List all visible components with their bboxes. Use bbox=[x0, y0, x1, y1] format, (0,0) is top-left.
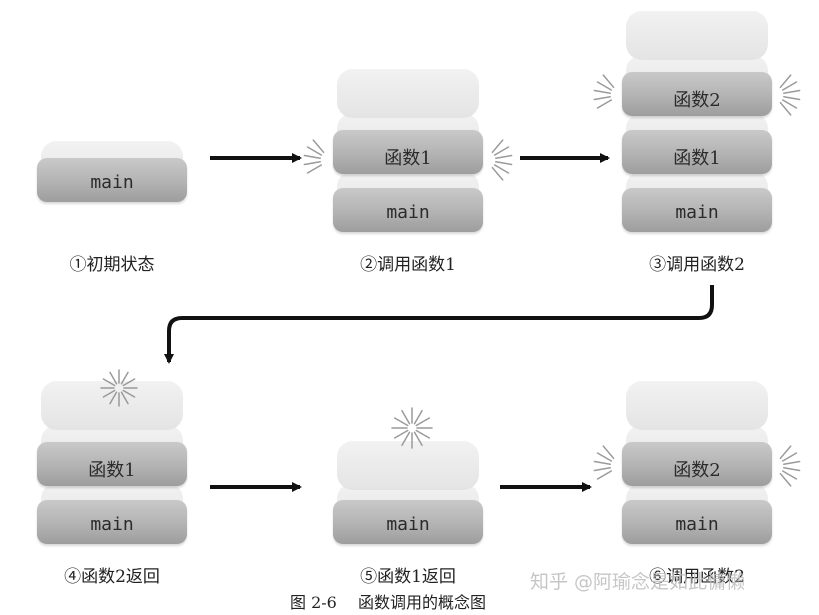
burst-ray bbox=[413, 431, 423, 447]
burst-ray bbox=[596, 81, 613, 91]
burst-ray bbox=[120, 391, 129, 405]
burst-ray bbox=[493, 146, 510, 156]
func2-block: 函数2 bbox=[622, 54, 772, 116]
burst-ray bbox=[781, 470, 798, 480]
main-block-label: main bbox=[386, 514, 430, 535]
func1-block-label: 函数1 bbox=[384, 148, 432, 169]
main-block-label: main bbox=[386, 202, 430, 223]
burst-ray bbox=[593, 95, 611, 101]
burst-ray bbox=[401, 409, 411, 425]
main-block: main bbox=[333, 170, 483, 232]
step2-caption: ②调用函数1 bbox=[360, 255, 456, 275]
func2-block-cap bbox=[622, 10, 772, 60]
burst-ray bbox=[120, 371, 129, 385]
burst-step3-right bbox=[779, 74, 801, 116]
main-block: main bbox=[37, 140, 187, 202]
burst-ray bbox=[779, 445, 792, 460]
burst-ray bbox=[306, 146, 323, 156]
burst-ray bbox=[602, 74, 615, 89]
burst-ray bbox=[491, 166, 504, 181]
burst-ray bbox=[393, 417, 409, 427]
step3-caption: ③调用函数2 bbox=[649, 255, 745, 275]
burst-ray bbox=[596, 99, 613, 109]
burst-ray bbox=[393, 429, 409, 439]
main-block: main bbox=[37, 482, 187, 544]
func2-block-cap bbox=[622, 380, 772, 430]
func1-block-cap bbox=[333, 68, 483, 118]
func1-block: 函数1 bbox=[622, 112, 772, 174]
burst-ray bbox=[593, 466, 611, 472]
burst-ray bbox=[779, 101, 792, 116]
main-block: main bbox=[622, 170, 772, 232]
burst-step2-left bbox=[303, 139, 325, 174]
burst-step5-top bbox=[391, 407, 433, 449]
burst-ray bbox=[779, 74, 792, 89]
burst-ray bbox=[783, 466, 801, 472]
burst-ray bbox=[306, 164, 323, 174]
step4-stack: main 函数1 bbox=[37, 380, 187, 544]
func1-block: 函数1 bbox=[37, 424, 187, 486]
burst-ray bbox=[783, 89, 801, 95]
burst-ray bbox=[102, 389, 116, 398]
burst-ray bbox=[109, 371, 118, 385]
burst-ray bbox=[596, 452, 613, 462]
burst-ray bbox=[781, 81, 798, 91]
burst-ray bbox=[783, 460, 801, 466]
burst-ray bbox=[495, 160, 513, 166]
burst-ray bbox=[109, 391, 118, 405]
watermark: 知乎 @阿瑜念是如此慵懒 bbox=[530, 571, 746, 593]
burst-ray bbox=[102, 378, 116, 387]
burst-ray bbox=[493, 164, 510, 174]
step6-stack: main 函数2 bbox=[622, 380, 772, 544]
burst-ray bbox=[495, 154, 513, 160]
main-block-label: main bbox=[675, 514, 719, 535]
func2-block-label: 函数2 bbox=[673, 90, 721, 111]
step5-stack: main bbox=[333, 440, 483, 544]
burst-ray bbox=[593, 460, 611, 466]
func1-block-label: 函数1 bbox=[673, 148, 721, 169]
burst-ray bbox=[491, 139, 504, 154]
main-block-label: main bbox=[90, 172, 134, 193]
burst-ray bbox=[122, 378, 136, 387]
main-block-label: main bbox=[675, 202, 719, 223]
step6-caption: ⑥调用函数2 bbox=[649, 567, 745, 587]
step5-caption: ⑤函数1返回 bbox=[360, 567, 456, 587]
step4-caption: ④函数2返回 bbox=[64, 567, 160, 587]
step2-stack: main 函数1 bbox=[333, 68, 483, 232]
burst-step2-right bbox=[491, 139, 513, 181]
burst-ray bbox=[401, 431, 411, 447]
arrow-step3-to-step4 bbox=[164, 285, 714, 364]
main-block-cap bbox=[333, 440, 483, 490]
burst-ray bbox=[122, 389, 136, 398]
burst-ray bbox=[415, 429, 431, 439]
burst-ray bbox=[303, 160, 321, 166]
step1-caption: ①初期状态 bbox=[69, 255, 155, 275]
func1-block-label: 函数1 bbox=[88, 460, 136, 481]
main-block-label: main bbox=[90, 514, 134, 535]
step1-stack: main bbox=[37, 140, 187, 232]
burst-ray bbox=[783, 95, 801, 101]
func2-block-label: 函数2 bbox=[673, 460, 721, 481]
burst-ray bbox=[779, 472, 792, 487]
func2-block: 函数2 bbox=[622, 424, 772, 486]
burst-step6-right bbox=[779, 445, 801, 487]
burst-step3-left bbox=[593, 74, 615, 109]
main-block: main bbox=[333, 482, 483, 544]
burst-ray bbox=[781, 99, 798, 109]
burst-ray bbox=[596, 470, 613, 480]
func1-block: 函数1 bbox=[333, 112, 483, 174]
burst-ray bbox=[303, 154, 321, 160]
figure-caption: 图 2-6 函数调用的概念图 bbox=[290, 593, 486, 612]
burst-ray bbox=[413, 409, 423, 425]
burst-step6-left bbox=[593, 445, 615, 480]
burst-ray bbox=[602, 445, 615, 460]
main-block: main bbox=[622, 482, 772, 544]
burst-ray bbox=[415, 417, 431, 427]
step3-stack: main 函数1 函数2 bbox=[622, 10, 772, 232]
burst-ray bbox=[312, 139, 325, 154]
burst-step4-top bbox=[100, 369, 138, 407]
burst-ray bbox=[593, 89, 611, 95]
burst-ray bbox=[781, 452, 798, 462]
